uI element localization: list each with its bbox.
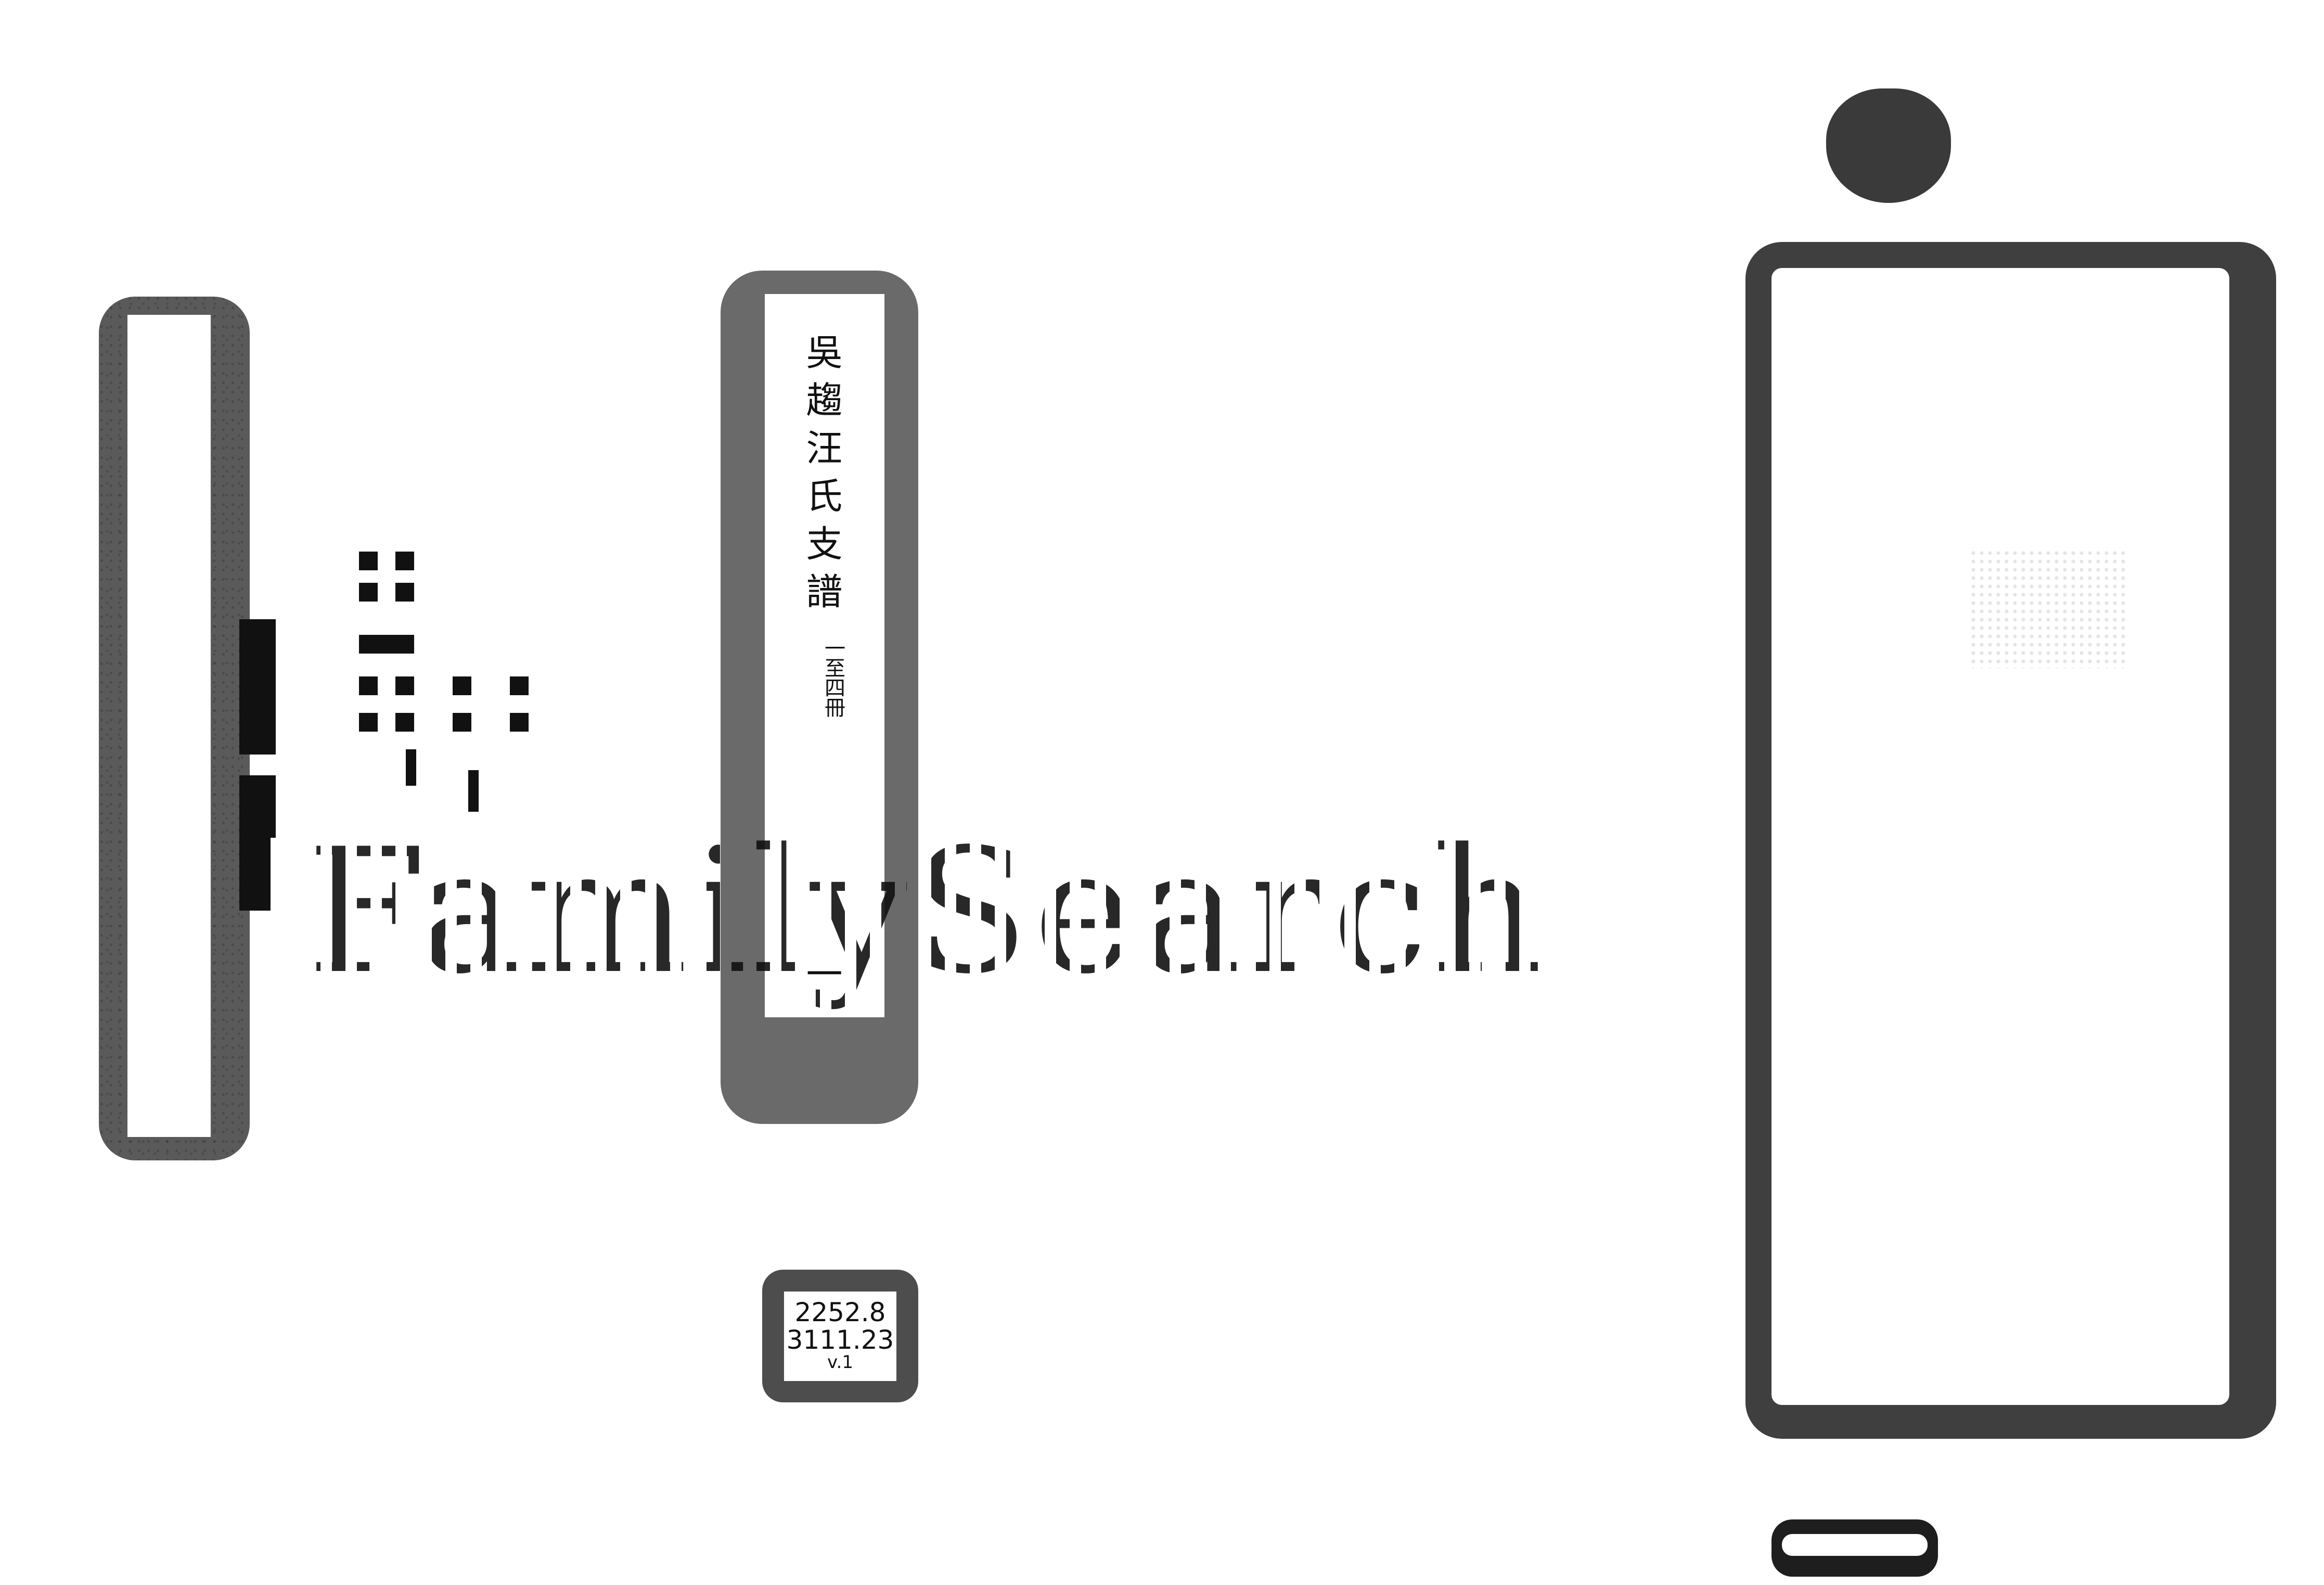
- right-cover-board: [1745, 242, 2276, 1439]
- call-number-line-3: v.1: [827, 1352, 853, 1373]
- volume-range: 一至四冊: [821, 637, 845, 717]
- call-number-line-1: 2252.8: [794, 1297, 886, 1327]
- scan-artifact-top: [1826, 88, 1951, 203]
- call-number-label: 2252.8 3111.23 v.1: [784, 1292, 896, 1381]
- faint-stamp-mark: [1969, 549, 2125, 669]
- title-slip-paper: 吳趨汪氏支譜 一至四冊 一: [765, 294, 884, 1017]
- call-number-line-2: 3111.23: [786, 1324, 894, 1355]
- right-cover-paper: [1771, 268, 2229, 1405]
- bottom-tab: [1771, 1519, 1938, 1577]
- left-cover-edge-paper: [127, 315, 211, 1137]
- book-title: 吳趨汪氏支譜: [800, 333, 843, 620]
- left-cover-edge: [99, 297, 250, 1160]
- title-slip-frame: 吳趨汪氏支譜 一至四冊 一: [721, 271, 918, 1124]
- call-number-label-frame: 2252.8 3111.23 v.1: [762, 1270, 918, 1402]
- volume-numeral: 一: [800, 955, 848, 996]
- watermark-logo: [219, 552, 541, 916]
- watermark-text: FamilySearch: [307, 812, 1547, 1012]
